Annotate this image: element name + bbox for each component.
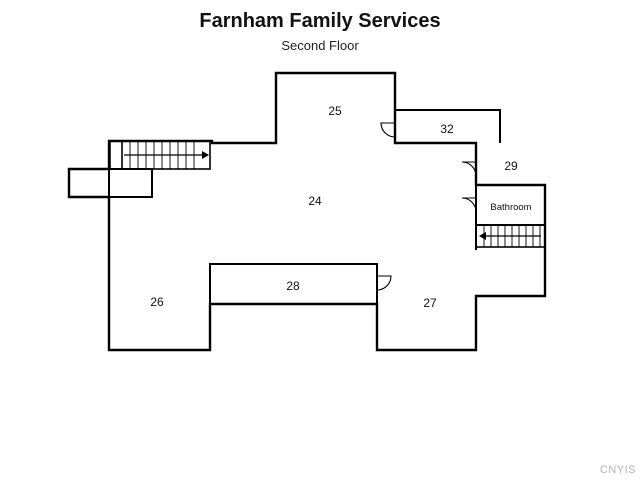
door-room-32 [380, 122, 396, 138]
room-label-27: 27 [423, 296, 437, 310]
door-room-29 [461, 161, 477, 177]
room-28-walls [209, 263, 378, 305]
room-label-29: 29 [504, 159, 518, 173]
stair-lower [475, 224, 546, 248]
room-label-25: 25 [328, 104, 342, 118]
room-label-24: 24 [308, 194, 322, 208]
floor-subtitle: Second Floor [281, 38, 359, 53]
room-label-28: 28 [286, 279, 300, 293]
room-label-26: 26 [150, 295, 164, 309]
door-bathroom [461, 197, 477, 213]
stair-upper [109, 140, 211, 170]
room-label-32: 32 [440, 122, 454, 136]
room-label-bathroom: Bathroom [490, 202, 531, 213]
watermark-logo: CNYIS [599, 464, 636, 476]
outer-wall [67, 71, 547, 352]
closet-walls [108, 168, 153, 198]
door-room-28 [376, 275, 392, 291]
plan-title: Farnham Family Services [199, 10, 441, 32]
room-32-walls [395, 109, 501, 143]
